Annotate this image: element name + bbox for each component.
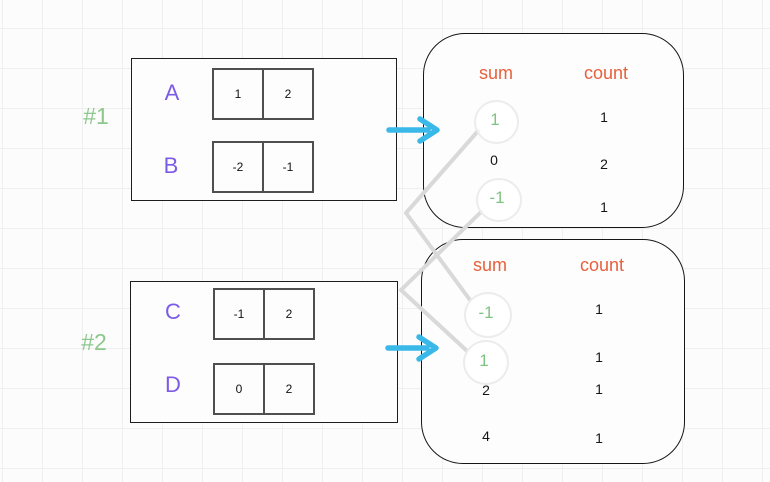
table2-row1-sum: 1 — [479, 351, 489, 370]
array-d-cell-0: 0 — [213, 363, 265, 415]
example2-tag: #2 — [81, 329, 107, 355]
array-d-cell-1: 2 — [263, 363, 315, 415]
table2-row1-count: 1 — [595, 349, 603, 365]
array-b-cell-1: -1 — [262, 141, 314, 193]
table2-row0-count: 1 — [595, 301, 603, 317]
table2-row3-count: 1 — [595, 430, 603, 446]
table1-row0-sum: 1 — [490, 110, 500, 129]
table2-row0-sum: -1 — [478, 303, 494, 322]
table1-sum-header: sum — [478, 63, 513, 83]
table1-row0-count: 1 — [600, 109, 608, 125]
array-b-cell-0: -2 — [212, 141, 264, 193]
table2-count-header: count — [579, 255, 625, 275]
table2-sum-header: sum — [472, 255, 507, 275]
array-c-cell-0: -1 — [213, 288, 265, 340]
table2-row2-sum: 2 — [482, 382, 490, 398]
example1-tag: #1 — [83, 103, 109, 129]
array-c-cell-1: 2 — [263, 288, 315, 340]
table1-row1-sum: 0 — [490, 152, 498, 168]
array-b-cells: -2 -1 — [212, 141, 314, 193]
table1-row1-count: 2 — [600, 156, 608, 172]
array-a-label: A — [164, 80, 180, 105]
table2-row3-sum: 4 — [482, 428, 490, 444]
array-a-cell-1: 2 — [262, 68, 314, 120]
table2-row2-count: 1 — [595, 381, 603, 397]
table1-count-header: count — [583, 63, 629, 83]
array-c-label: C — [165, 299, 181, 324]
array-c-cells: -1 2 — [213, 288, 315, 340]
array-d-label: D — [165, 372, 181, 397]
array-b-label: B — [163, 153, 179, 178]
table1-row0-sum-circle — [474, 100, 519, 144]
array-d-cells: 0 2 — [213, 363, 315, 415]
array-a-cells: 1 2 — [212, 68, 314, 120]
table1-row2-sum: -1 — [489, 188, 505, 207]
array-a-cell-0: 1 — [212, 68, 264, 120]
table1-row2-count: 1 — [600, 199, 608, 215]
